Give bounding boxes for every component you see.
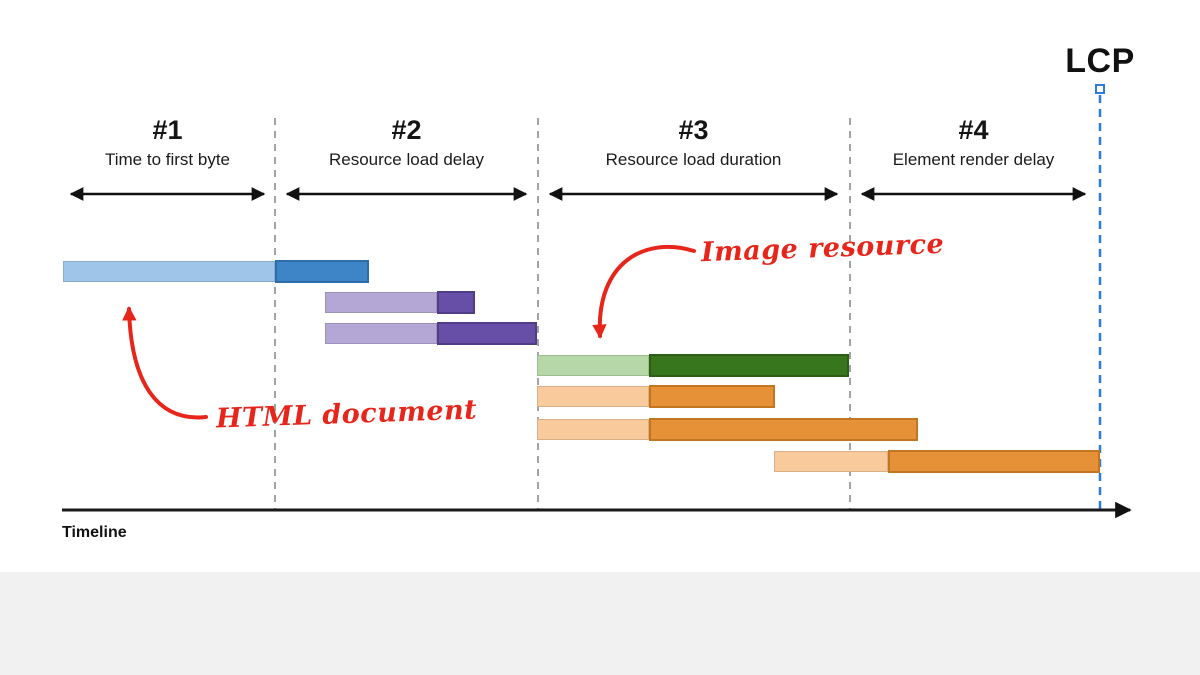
phase-header-3: #3 Resource load duration	[544, 114, 843, 171]
lcp-marker-square	[1095, 84, 1105, 94]
phase-label: Time to first byte	[104, 150, 230, 169]
phase-number: #1	[152, 115, 183, 145]
lcp-title: LCP	[1065, 42, 1135, 80]
phase-label: Resource load delay	[329, 150, 484, 169]
image-bar-light-segment	[537, 355, 649, 376]
phase-number: #4	[958, 115, 989, 145]
phase-label: Element render delay	[892, 150, 1055, 169]
script-bar-dark-segment	[649, 418, 918, 441]
phase-label: Resource load duration	[605, 150, 782, 169]
html-document-arrow	[122, 306, 208, 420]
stylesheet-bar-dark-segment	[437, 322, 537, 345]
timeline-label: Timeline	[62, 524, 127, 541]
phase-number: #3	[678, 115, 709, 145]
document-bar-dark-segment	[275, 260, 369, 283]
script-bar-light-segment	[774, 451, 888, 472]
phase-header-1: #1 Time to first byte	[65, 114, 270, 171]
annotation-html-document: HTML document	[215, 394, 478, 435]
image-resource-arrow	[592, 245, 696, 339]
script-bar-light-segment	[537, 386, 649, 407]
script-bar-dark-segment	[888, 450, 1100, 473]
legend-band: Document Stylesheet Script Image	[0, 572, 1200, 675]
phase-number: #2	[391, 115, 422, 145]
annotation-image-resource: Image resource	[700, 228, 945, 269]
script-bar-light-segment	[537, 419, 649, 440]
image-bar-dark-segment	[649, 354, 849, 377]
stylesheet-bar-light-segment	[325, 292, 437, 313]
stylesheet-bar-dark-segment	[437, 291, 475, 314]
phase-header-4: #4 Element render delay	[856, 114, 1091, 171]
script-bar-dark-segment	[649, 385, 775, 408]
document-bar-light-segment	[63, 261, 275, 282]
phase-header-2: #2 Resource load delay	[281, 114, 532, 171]
stylesheet-bar-light-segment	[325, 323, 437, 344]
